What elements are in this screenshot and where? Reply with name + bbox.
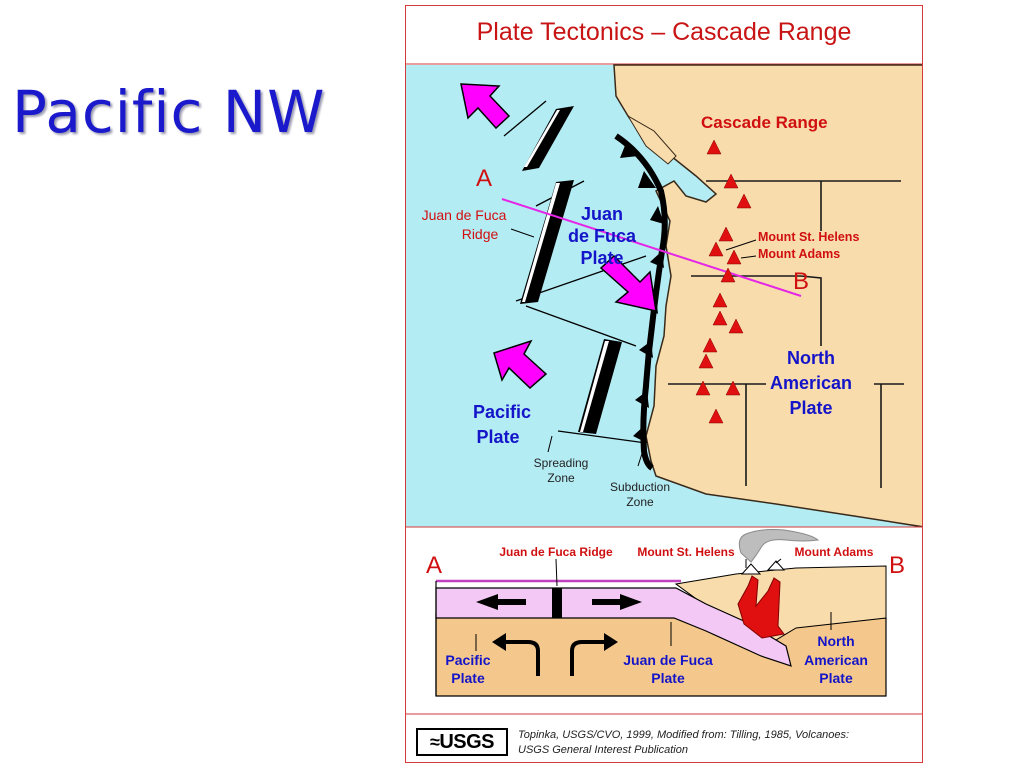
volcano-mount-adams xyxy=(726,249,742,265)
jdf-plate-label-1: Juan xyxy=(581,204,623,224)
subduction-zone-label-2: Zone xyxy=(626,495,654,509)
section-na-label-3: Plate xyxy=(819,670,853,686)
volcano-marker xyxy=(712,310,728,326)
spreading-zone-label-1: Spreading xyxy=(534,456,589,470)
volcano-marker xyxy=(712,292,728,308)
title-band xyxy=(406,6,922,64)
section-point-b: B xyxy=(889,552,905,579)
volcano-marker xyxy=(706,139,722,155)
tectonics-figure: Cascade Range A B Juan de Fuca Ridge Jua… xyxy=(405,5,923,763)
na-plate-label-3: Plate xyxy=(789,398,832,418)
pacific-plate-arrow-north xyxy=(460,83,511,130)
mount-adams-label: Mount Adams xyxy=(758,247,840,261)
section-st-helens-label: Mount St. Helens xyxy=(637,545,735,559)
cross-section xyxy=(435,529,887,697)
section-jdf-ridge-label: Juan de Fuca Ridge xyxy=(499,545,613,559)
jdf-plate-label-3: Plate xyxy=(580,248,623,268)
pacific-plate-label-2: Plate xyxy=(476,427,519,447)
credit-line-2: USGS General Interest Publication xyxy=(518,744,688,756)
section-adams-label: Mount Adams xyxy=(795,545,874,559)
jdf-plate-arrow xyxy=(599,254,657,312)
volcano-marker xyxy=(708,408,724,424)
subduction-zone-label-1: Subduction xyxy=(610,480,670,494)
section-point-a: A xyxy=(426,552,442,579)
magma-chambers xyxy=(737,575,785,639)
volcano-mount-st-helens xyxy=(708,241,724,257)
spreading-zone-label-2: Zone xyxy=(547,471,575,485)
pacific-plate-label-1: Pacific xyxy=(473,402,531,422)
slide-title: Pacific NW xyxy=(12,78,326,146)
ash-plume xyxy=(738,529,820,563)
usgs-wave-icon: ≈ xyxy=(429,732,440,752)
volcano-marker xyxy=(698,353,714,369)
cone-st-helens xyxy=(740,563,762,575)
volcano-marker xyxy=(695,380,711,396)
cascade-volcanoes xyxy=(695,139,752,424)
section-jdf-label-1: Juan de Fuca xyxy=(623,652,713,668)
cascade-range-label: Cascade Range xyxy=(701,113,828,132)
section-jdf-label-2: Plate xyxy=(651,670,685,686)
volcano-marker xyxy=(725,380,741,396)
section-pacific-label-2: Plate xyxy=(451,670,485,686)
section-na-label-2: American xyxy=(804,652,868,668)
pacific-plate-arrow-south xyxy=(493,339,548,390)
ridge-axis xyxy=(552,588,562,618)
volcano-marker xyxy=(718,226,734,242)
map-point-a: A xyxy=(476,165,492,192)
credit-line-1: Topinka, USGS/CVO, 1999, Modified from: … xyxy=(518,729,850,741)
profile-line-ab xyxy=(501,198,802,297)
plate-arrows xyxy=(476,594,642,610)
plate-motion-arrows xyxy=(460,83,657,390)
usgs-logo: ≈USGS xyxy=(416,728,508,756)
tectonics-diagram: Cascade Range A B Juan de Fuca Ridge Jua… xyxy=(406,6,922,715)
usgs-logo-text: USGS xyxy=(439,731,495,753)
state-borders xyxy=(668,180,904,488)
volcano-marker xyxy=(720,267,736,283)
volcano-marker xyxy=(723,173,739,189)
jdf-ridge-label-2: Ridge xyxy=(462,226,499,242)
spreading-ridge xyxy=(503,100,647,444)
convection-arrows xyxy=(504,640,606,676)
volcano-marker xyxy=(702,337,718,353)
na-plate-label-1: North xyxy=(787,348,835,368)
cone-adams xyxy=(766,560,786,571)
leader-lines xyxy=(510,228,757,467)
section-na-label-1: North xyxy=(817,633,854,649)
oceanic-plate xyxy=(435,587,792,667)
na-plate-label-2: American xyxy=(770,373,852,393)
jdf-ridge-label-1: Juan de Fuca xyxy=(422,207,507,223)
mount-st-helens-label: Mount St. Helens xyxy=(758,230,859,244)
volcano-marker xyxy=(736,193,752,209)
figure-credit: Topinka, USGS/CVO, 1999, Modified from: … xyxy=(518,728,918,758)
figure-title: Plate Tectonics – Cascade Range xyxy=(476,18,852,46)
jdf-plate-label-2: de Fuca xyxy=(568,226,637,246)
map-point-b: B xyxy=(793,268,809,295)
section-pacific-label-1: Pacific xyxy=(445,652,490,668)
vancouver-island xyxy=(626,114,677,165)
volcano-marker xyxy=(728,318,744,334)
